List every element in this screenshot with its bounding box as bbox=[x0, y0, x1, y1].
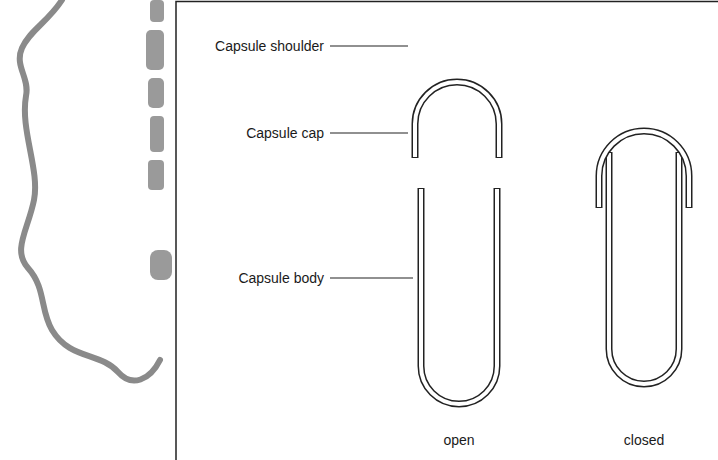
capsule-closed bbox=[599, 131, 689, 384]
state-label: closed bbox=[624, 432, 664, 448]
state-label: open bbox=[443, 432, 474, 448]
stamp-fragment bbox=[20, 0, 160, 381]
leader-lines bbox=[330, 46, 413, 278]
stamp-smudge bbox=[146, 0, 172, 280]
part-label: Capsule cap bbox=[246, 125, 324, 141]
frame-border bbox=[176, 2, 718, 460]
part-label: Capsule body bbox=[238, 270, 324, 286]
capsule-open bbox=[415, 82, 499, 404]
part-label: Capsule shoulder bbox=[215, 38, 324, 54]
